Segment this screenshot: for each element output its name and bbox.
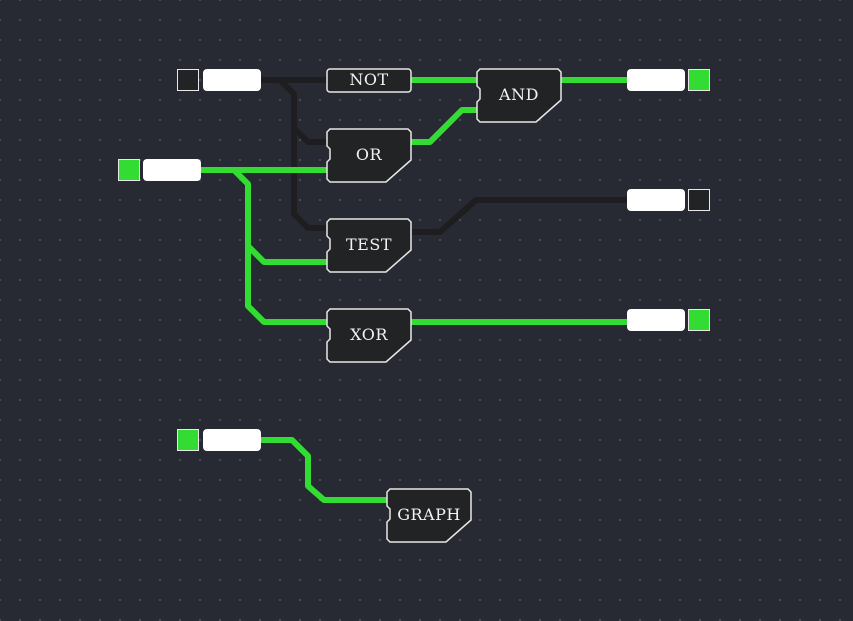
output-and-lamp: [688, 69, 710, 91]
input-a-toggle[interactable]: [177, 69, 199, 91]
output-xor-label[interactable]: [627, 309, 685, 331]
gate-not-label: NOT: [349, 70, 389, 89]
output-xor-lamp: [688, 309, 710, 331]
gate-not-shape: [326, 68, 412, 93]
gate-or-shape: [326, 128, 412, 183]
wire-c-to-graph[interactable]: [260, 437, 388, 503]
gate-test[interactable]: TEST: [326, 218, 412, 274]
gate-graph[interactable]: GRAPH: [386, 488, 472, 544]
gate-test-shape: [326, 218, 412, 273]
gate-xor-label: XOR: [350, 325, 388, 344]
gate-not[interactable]: NOT: [326, 68, 412, 93]
gate-and-label: AND: [499, 85, 539, 104]
gate-graph-shape: [386, 488, 472, 543]
gate-test-label: TEST: [346, 235, 392, 254]
output-test-lamp: [688, 189, 710, 211]
input-b-toggle[interactable]: [118, 159, 140, 181]
output-and-label[interactable]: [627, 69, 685, 91]
output-test-label[interactable]: [627, 189, 685, 211]
wire-b-branch[interactable]: [231, 167, 328, 325]
input-a-label[interactable]: [203, 69, 261, 91]
wire-b-to-test[interactable]: [245, 243, 328, 265]
gate-or[interactable]: OR: [326, 128, 412, 184]
gate-graph-label: GRAPH: [397, 505, 461, 524]
wire-test-to-output[interactable]: [411, 197, 628, 235]
gate-or-label: OR: [355, 145, 383, 164]
wire-or-to-and[interactable]: [411, 107, 478, 145]
gate-and-shape: [476, 68, 562, 123]
wire-a-to-or[interactable]: [260, 77, 328, 145]
input-c-label[interactable]: [203, 429, 261, 451]
gate-and[interactable]: AND: [476, 68, 562, 124]
input-c-toggle[interactable]: [177, 429, 199, 451]
input-b-label[interactable]: [143, 159, 201, 181]
gate-xor-shape: [326, 308, 412, 363]
gate-xor[interactable]: XOR: [326, 308, 412, 364]
